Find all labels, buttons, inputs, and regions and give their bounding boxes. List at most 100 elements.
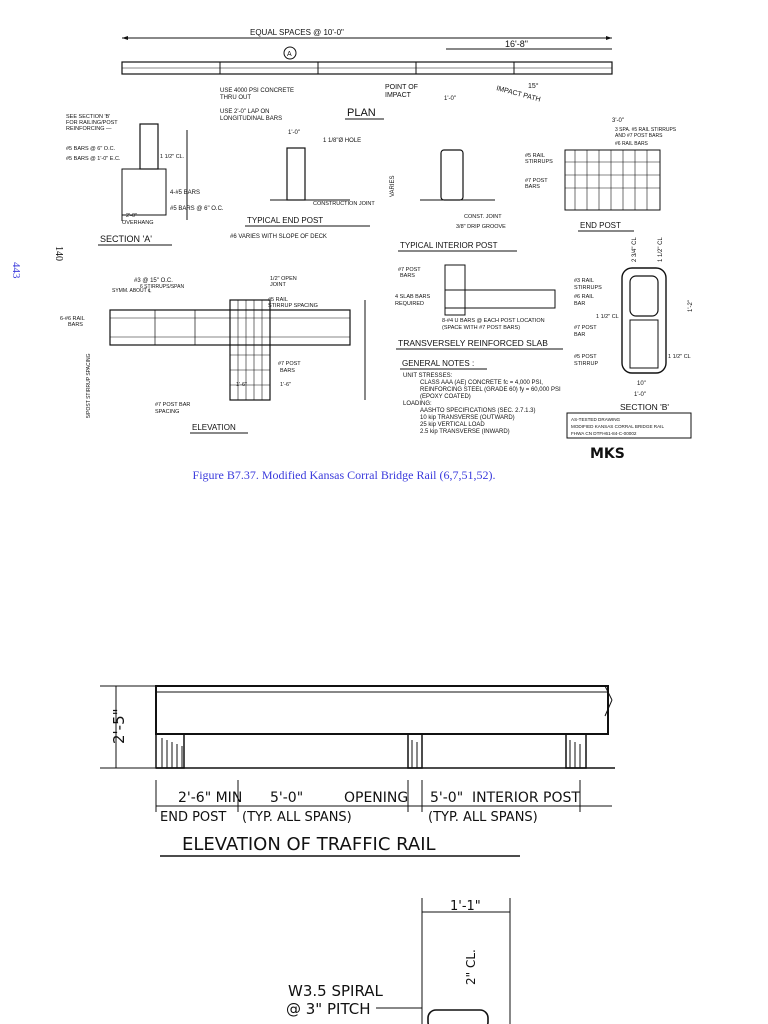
bars-note-1: #5 BARS @ 6" O.C. — [66, 146, 116, 152]
general-notes-title: GENERAL NOTES : — [402, 359, 474, 368]
bars-note-4: #5 BARS @ 6" O.C. — [170, 206, 224, 212]
rail-stirrup-1: #5 RAIL — [268, 297, 288, 303]
transverse-slab: #7 POST BARS 4 SLAB BARS REQUIRED 8-#4 U… — [395, 264, 563, 350]
stamp-line-1: AS-TESTED DRAWING — [571, 417, 621, 422]
rail-stirrup-2: STIRRUP SPACING — [268, 303, 318, 309]
rail-bar-b-2: BAR — [574, 301, 585, 307]
plan-title: PLAN — [347, 107, 376, 119]
end-post-3-0: 3'-0" — [612, 118, 624, 124]
post-bar-b-2: BAR — [574, 332, 585, 338]
cl-2: 2" CL. — [464, 949, 478, 985]
concrete-note-2: THRU OUT — [220, 95, 251, 101]
end-post-label: END POST — [160, 810, 226, 825]
stamp-line-3: FHWA CN DTFH61-84-C-00002 — [571, 431, 637, 436]
pitch-label: @ 3" PITCH — [286, 1000, 371, 1018]
rail-stirrups-label-1: #5 RAIL — [525, 153, 545, 159]
rail-bars-2: BARS — [68, 322, 83, 328]
post-stirrup-b-2: STIRRUP — [574, 361, 598, 367]
post-bar-spacing-2: SPACING — [155, 409, 179, 415]
lap-note-2: LONGITUDINAL BARS — [220, 116, 282, 122]
lap-note-1: USE 2'-0" LAP ON — [220, 109, 270, 115]
rail-bar-b-1: #6 RAIL — [574, 294, 594, 300]
end-post-title: END POST — [580, 221, 621, 230]
post-bar-b-1: #7 POST — [574, 325, 597, 331]
notes-line-7: 25 kip VERTICAL LOAD — [420, 422, 485, 428]
bars-note-2: #5 BARS @ 1'-0" E.C. — [66, 156, 121, 162]
see-section-2: FOR RAILING/POST — [66, 120, 118, 126]
elev-dim-1-6-b: 1'-6" — [280, 382, 291, 388]
dim-end-post: 2'-6" MIN — [178, 790, 242, 806]
notes-line-3: (EPOXY COATED) — [420, 394, 471, 400]
post-stirrup-b-1: #5 POST — [574, 354, 597, 360]
section-a-title: SECTION 'A' — [100, 234, 152, 244]
typical-interior-post-title: TYPICAL INTERIOR POST — [400, 241, 498, 250]
notes-line-6: 10 kip TRANSVERSE (OUTWARD) — [420, 415, 515, 421]
overhang-1: 2'-0" — [126, 213, 137, 219]
equal-spaces-label: EQUAL SPACES @ 10'-0" — [250, 28, 344, 37]
bars-note-3: 4-#5 BARS — [170, 190, 200, 196]
post-bar-spacing-1: #7 POST BAR — [155, 402, 190, 408]
open-joint-2: JOINT — [270, 282, 287, 288]
slab-bars-1: 4 SLAB BARS — [395, 294, 430, 300]
interior-label: INTERIOR POST — [472, 790, 580, 806]
post-bars-2: BARS — [280, 368, 295, 374]
spiral-label: W3.5 SPIRAL — [288, 982, 384, 1000]
see-section-3: REINFORCING — — [66, 126, 112, 132]
figure-caption: Figure B7.37. Modified Kansas Corral Bri… — [192, 468, 496, 482]
height-dim: 2'-5" — [110, 708, 128, 744]
end-post: 3'-0" 3 SPA. #5 RAIL STIRRUPS AND #7 POS… — [525, 118, 677, 232]
section-marker-a: A — [287, 51, 292, 58]
dim-1-1: 1'-1" — [450, 899, 481, 914]
elevation: #3 @ 15" O.C. 6 STIRRUPS/SPAN SYMM. ABOU… — [60, 276, 366, 434]
interior-post-dim: 1'-0" — [444, 96, 456, 102]
dim-interior: 5'-0" — [430, 790, 463, 806]
mks-label: MKS — [590, 446, 625, 462]
clear-note: 1 1/2" CL. — [160, 154, 185, 160]
post-stirrup-spacing: 5/POST STIRRUP SPACING — [86, 353, 92, 418]
post-bars-label-2: BARS — [525, 184, 540, 190]
stamp-line-2: MODIFIED KANSAS CORRAL BRIDGE RAIL — [571, 424, 664, 429]
spa-note-1: 3 SPA. #5 RAIL STIRRUPS — [615, 127, 677, 133]
elev-dim-1-6-a: 1'-6" — [236, 382, 247, 388]
rail-bars-label: #6 RAIL BARS — [615, 141, 649, 147]
opening-sub: (TYP. ALL SPANS) — [242, 810, 352, 825]
construction-joint-label: CONSTRUCTION JOINT — [313, 201, 375, 207]
section-b: 2 3/4" CL 1 1/2" CL #3 RAIL STIRRUPS #6 … — [574, 237, 694, 414]
typical-end-post: 1'-0" 1 1/8"Ø HOLE CONSTRUCTION JOINT TY… — [230, 130, 375, 240]
rail-bars-1: 6-#6 RAIL — [60, 316, 85, 322]
elevation-title: ELEVATION — [192, 423, 236, 432]
spa-note-2: AND #7 POST BARS — [615, 133, 663, 139]
const-joint-label: CONST. JOINT — [464, 214, 502, 220]
section-b-cl-4: 1 1/2" CL — [668, 354, 691, 360]
as-tested-stamp: AS-TESTED DRAWING MODIFIED KANSAS CORRAL… — [566, 412, 692, 439]
rail-stirrups-label-2: STIRRUPS — [525, 159, 553, 165]
u-bars-2: (SPACE WITH #7 POST BARS) — [442, 325, 520, 331]
stirrups-note-3: SYMM. ABOUT ℄ — [112, 288, 152, 294]
typical-end-post-title: TYPICAL END POST — [247, 216, 323, 225]
section-b-title: SECTION 'B' — [620, 402, 669, 412]
concrete-note-1: USE 4000 PSI CONCRETE — [220, 88, 294, 94]
varies-label: VARIES — [390, 175, 396, 197]
general-notes: GENERAL NOTES : UNIT STRESSES: CLASS AAA… — [400, 359, 561, 435]
u-bars-1: 8-#4 U BARS @ EACH POST LOCATION — [442, 318, 545, 324]
traffic-rail-title: ELEVATION OF TRAFFIC RAIL — [182, 834, 436, 855]
notes-line-8: 2.5 kip TRANSVERSE (INWARD) — [420, 429, 510, 435]
section-b-cl-3: 1 1/2" CL — [596, 314, 619, 320]
traffic-rail-elevation: 2'-5" 2'-6" MIN END POST 5'-0" OPENING (… — [100, 685, 615, 857]
notes-line-4: LOADING: — [403, 401, 432, 407]
slab-post-bars-2: BARS — [400, 273, 415, 279]
end-post-dim: 1'-0" — [288, 130, 300, 136]
see-section-1: SEE SECTION 'B' — [66, 114, 110, 120]
point-of-impact-1: POINT OF — [385, 84, 418, 91]
slab-title: TRANSVERSELY REINFORCED SLAB — [398, 338, 548, 348]
slab-bars-2: REQUIRED — [395, 301, 424, 307]
opening-label: OPENING — [344, 790, 408, 806]
interior-sub: (TYP. ALL SPANS) — [428, 810, 538, 825]
notes-line-1: CLASS AAA (AE) CONCRETE fc = 4,000 PSI, — [420, 380, 543, 386]
slab-post-bars-1: #7 POST — [398, 267, 421, 273]
section-b-1-0: 1'-0" — [634, 392, 646, 398]
end-post-note: #6 VARIES WITH SLOPE OF DECK — [230, 234, 327, 240]
dim-16-8: 16'-8" — [505, 39, 528, 49]
section-b-10: 10" — [637, 381, 646, 387]
rail-stirrups-b-2: STIRRUPS — [574, 285, 602, 291]
